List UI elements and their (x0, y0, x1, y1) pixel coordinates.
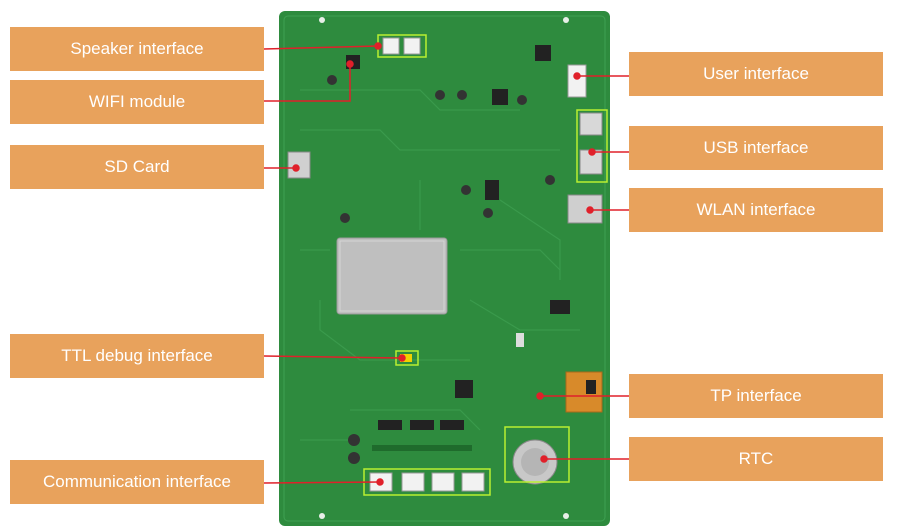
label-user-interface: User interface (629, 52, 883, 96)
pointer-lines (263, 42, 629, 486)
label-wlan-interface: WLAN interface (629, 188, 883, 232)
label-wifi-module: WIFI module (10, 80, 264, 124)
label-ttl-debug-interface: TTL debug interface (10, 334, 264, 378)
label-sd-card: SD Card (10, 145, 264, 189)
label-rtc: RTC (629, 437, 883, 481)
connectors (287, 37, 603, 492)
components (327, 45, 570, 464)
label-speaker-interface: Speaker interface (10, 27, 264, 71)
pcb-traces (300, 89, 580, 441)
label-tp-interface: TP interface (629, 374, 883, 418)
pcb-board-edge (283, 15, 606, 522)
mounting-holes (319, 17, 569, 519)
highlight-boxes (363, 34, 608, 496)
label-communication-interface: Communication interface (10, 460, 264, 504)
soc-shield (336, 237, 448, 315)
label-usb-interface: USB interface (629, 126, 883, 170)
